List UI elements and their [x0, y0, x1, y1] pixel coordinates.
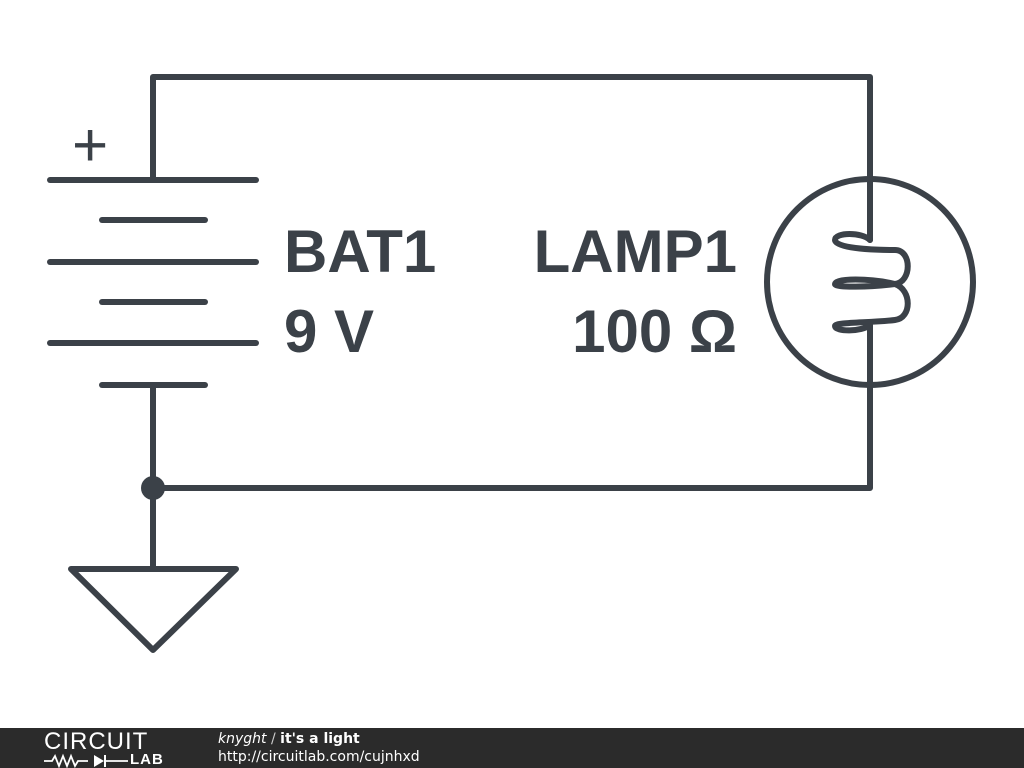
resistor-diode-icon: [44, 753, 128, 768]
circuit-title[interactable]: it's a light: [280, 731, 360, 747]
lamp-bulb-circle: [764, 176, 976, 388]
author-link[interactable]: knyght: [218, 731, 267, 747]
footer-attribution: knyght / it's a light: [218, 731, 360, 747]
wire-top: [150, 74, 873, 243]
lamp-value: 100 Ω: [572, 298, 737, 365]
footer-bar: CIRCUIT LAB knyght / it's a light http:/…: [0, 728, 1024, 768]
attribution-separator: /: [270, 731, 276, 747]
circuitlab-logo-lab: LAB: [130, 751, 164, 768]
ground-icon: [68, 566, 239, 653]
lamp-designator: LAMP1: [534, 218, 737, 285]
circuit-schematic: + BAT1 9 V LAMP1 100 Ω: [47, 74, 976, 653]
lamp-filament: [832, 231, 911, 334]
circuit-url-link[interactable]: http://circuitlab.com/cujnhxd: [218, 749, 420, 765]
circuitlab-logo-mark: LAB: [44, 752, 176, 768]
battery-symbol: [47, 177, 259, 388]
lamp-icon: [764, 176, 976, 388]
wire-right-bottom: [150, 322, 873, 491]
battery-value: 9 V: [284, 298, 374, 365]
battery-designator: BAT1: [284, 218, 436, 285]
junction-dot: [141, 476, 165, 500]
circuitlab-logo-text: CIRCUIT: [44, 728, 149, 755]
battery-polarity-plus: +: [72, 111, 108, 180]
